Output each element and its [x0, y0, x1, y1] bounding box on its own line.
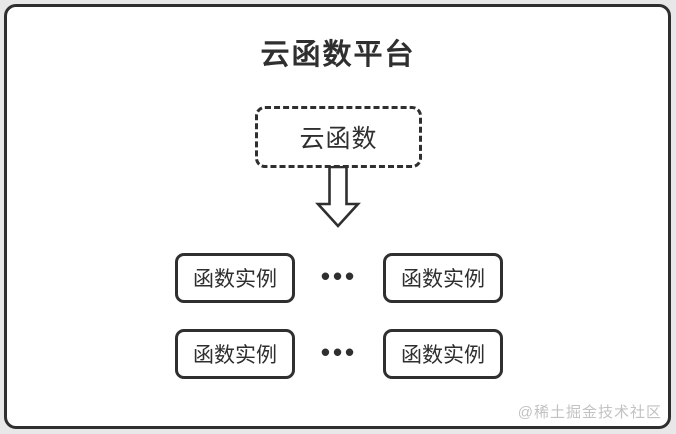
function-instance-node: 函数实例 — [175, 253, 295, 303]
function-instance-node: 函数实例 — [383, 329, 503, 379]
cloud-function-node: 云函数 — [255, 106, 422, 168]
function-instance-node: 函数实例 — [175, 329, 295, 379]
watermark: @稀土掘金技术社区 — [517, 404, 662, 421]
function-instance-label: 函数实例 — [193, 344, 277, 367]
page-title: 云函数平台 — [260, 39, 416, 71]
cloud-function-label: 云函数 — [299, 125, 378, 153]
function-instance-label: 函数实例 — [401, 344, 485, 367]
function-instance-node: 函数实例 — [383, 253, 503, 303]
ellipsis-dots: ••• — [320, 337, 358, 367]
function-instance-label: 函数实例 — [193, 268, 277, 291]
function-instance-label: 函数实例 — [401, 268, 485, 291]
ellipsis-dots: ••• — [320, 261, 358, 291]
down-block-arrow-icon — [315, 165, 361, 228]
